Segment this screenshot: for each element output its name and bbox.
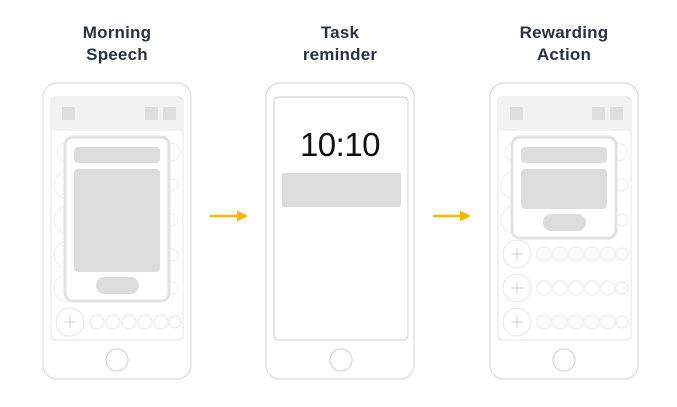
title-line: Speech: [86, 45, 148, 64]
reminder-notification-block: [282, 173, 401, 207]
header-icon-right-b: [610, 107, 623, 120]
step-title-rewarding-action: Rewarding Action: [464, 22, 664, 66]
title-line: Task: [320, 23, 360, 42]
modal-action-button: [96, 277, 139, 294]
modal-action-button: [543, 214, 586, 231]
header-icon-right-b: [163, 107, 176, 120]
modal-content-block: [74, 169, 160, 272]
title-line: Morning: [82, 23, 152, 42]
home-button: [329, 348, 353, 372]
header-icon-left: [510, 107, 523, 120]
header-icon-right-a: [592, 107, 605, 120]
app-row: [502, 239, 629, 269]
clock-time: 10:10: [299, 126, 381, 163]
step-title-task-reminder: Task reminder: [240, 22, 440, 66]
header-icon-right-a: [145, 107, 158, 120]
title-line: reminder: [302, 45, 378, 64]
phone-task-reminder: [265, 82, 415, 380]
phone-screen: [273, 96, 409, 341]
phone-rewarding-action: [489, 82, 639, 380]
modal-title-bar: [521, 147, 607, 163]
app-row: [502, 273, 629, 303]
arrow-right-icon: [433, 210, 471, 222]
arrow-right-icon: [210, 210, 248, 222]
modal-title-bar: [74, 147, 160, 163]
header-icon-left: [62, 107, 75, 120]
phone-morning-speech: [42, 82, 192, 380]
home-button: [105, 348, 129, 372]
modal-content-block: [521, 169, 607, 209]
step-title-morning-speech: Morning Speech: [17, 22, 217, 66]
app-row: [55, 307, 182, 337]
title-line: Rewarding: [519, 23, 609, 42]
home-button: [552, 348, 576, 372]
title-line: Action: [536, 45, 592, 64]
